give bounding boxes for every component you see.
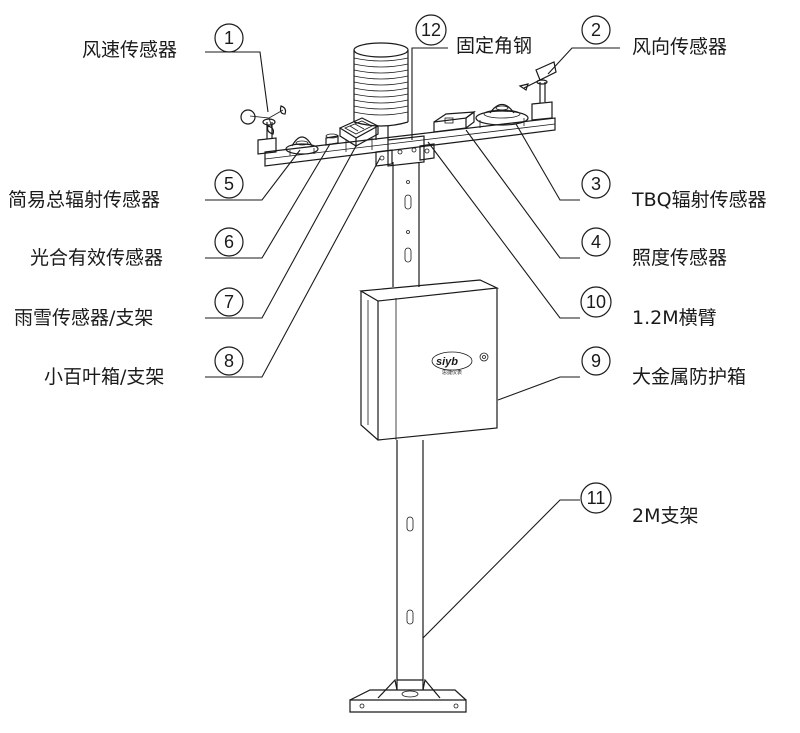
callout-9: 9 bbox=[581, 346, 611, 376]
callout-7: 7 bbox=[214, 287, 244, 317]
callout-number: 2 bbox=[591, 20, 601, 40]
callout-number: 12 bbox=[421, 20, 441, 40]
callout-number: 6 bbox=[224, 232, 234, 252]
callout-number: 7 bbox=[224, 292, 234, 312]
label-rain-snow-sensor: 雨雪传感器/支架 bbox=[14, 307, 153, 329]
label-wind-speed-sensor: 风速传感器 bbox=[82, 39, 177, 61]
base-plate bbox=[349, 678, 467, 713]
callout-11: 11 bbox=[580, 482, 612, 514]
callout-number: 9 bbox=[591, 351, 601, 371]
callout-number: 8 bbox=[224, 351, 234, 371]
callout-number: 3 bbox=[591, 174, 601, 194]
label-metal-protection-box: 大金属防护箱 bbox=[632, 366, 746, 388]
callout-5: 5 bbox=[214, 169, 244, 199]
siyb-logo: siyb 思捷仪表 bbox=[431, 351, 473, 376]
simple-total-radiation-sensor bbox=[285, 136, 319, 156]
label-wind-direction-sensor: 风向传感器 bbox=[632, 36, 727, 58]
metal-protection-box: siyb 思捷仪表 bbox=[359, 279, 500, 441]
label-pole-2m: 2M支架 bbox=[632, 505, 698, 527]
pole-2m bbox=[392, 162, 424, 690]
callout-8: 8 bbox=[214, 346, 244, 376]
louver-box bbox=[353, 42, 409, 140]
wind-speed-sensor bbox=[240, 105, 287, 155]
label-fixing-angle-steel: 固定角钢 bbox=[456, 35, 532, 57]
label-illuminance-sensor: 照度传感器 bbox=[632, 247, 727, 269]
callout-12: 12 bbox=[415, 14, 447, 46]
label-cross-arm: 1.2M横臂 bbox=[632, 307, 717, 329]
callout-number: 10 bbox=[586, 292, 606, 312]
callout-3: 3 bbox=[581, 169, 611, 199]
callout-1: 1 bbox=[214, 23, 244, 53]
par-sensor bbox=[325, 133, 339, 146]
callout-number: 11 bbox=[587, 488, 606, 508]
illuminance-sensor bbox=[433, 110, 476, 133]
callout-number: 5 bbox=[224, 174, 234, 194]
callout-10: 10 bbox=[580, 286, 612, 318]
logo-brand: siyb bbox=[436, 356, 458, 368]
label-tbq-radiation-sensor: TBQ辐射传感器 bbox=[631, 189, 767, 211]
fixing-angle-steel bbox=[375, 135, 435, 167]
callout-4: 4 bbox=[581, 227, 611, 257]
logo-sub: 思捷仪表 bbox=[442, 369, 462, 376]
label-par-sensor: 光合有效传感器 bbox=[30, 247, 163, 269]
callout-2: 2 bbox=[581, 15, 611, 45]
leader-lines bbox=[205, 47, 620, 639]
label-simple-total-radiation-sensor: 简易总辐射传感器 bbox=[8, 189, 160, 211]
callout-number: 4 bbox=[591, 232, 601, 252]
callout-number: 1 bbox=[224, 28, 234, 48]
callout-6: 6 bbox=[214, 227, 244, 257]
wind-direction-sensor bbox=[518, 61, 557, 121]
tbq-radiation-sensor bbox=[475, 103, 529, 128]
label-louver-box: 小百叶箱/支架 bbox=[44, 366, 164, 388]
rain-snow-sensor bbox=[338, 117, 380, 152]
cross-arm-1-2m bbox=[264, 117, 556, 167]
